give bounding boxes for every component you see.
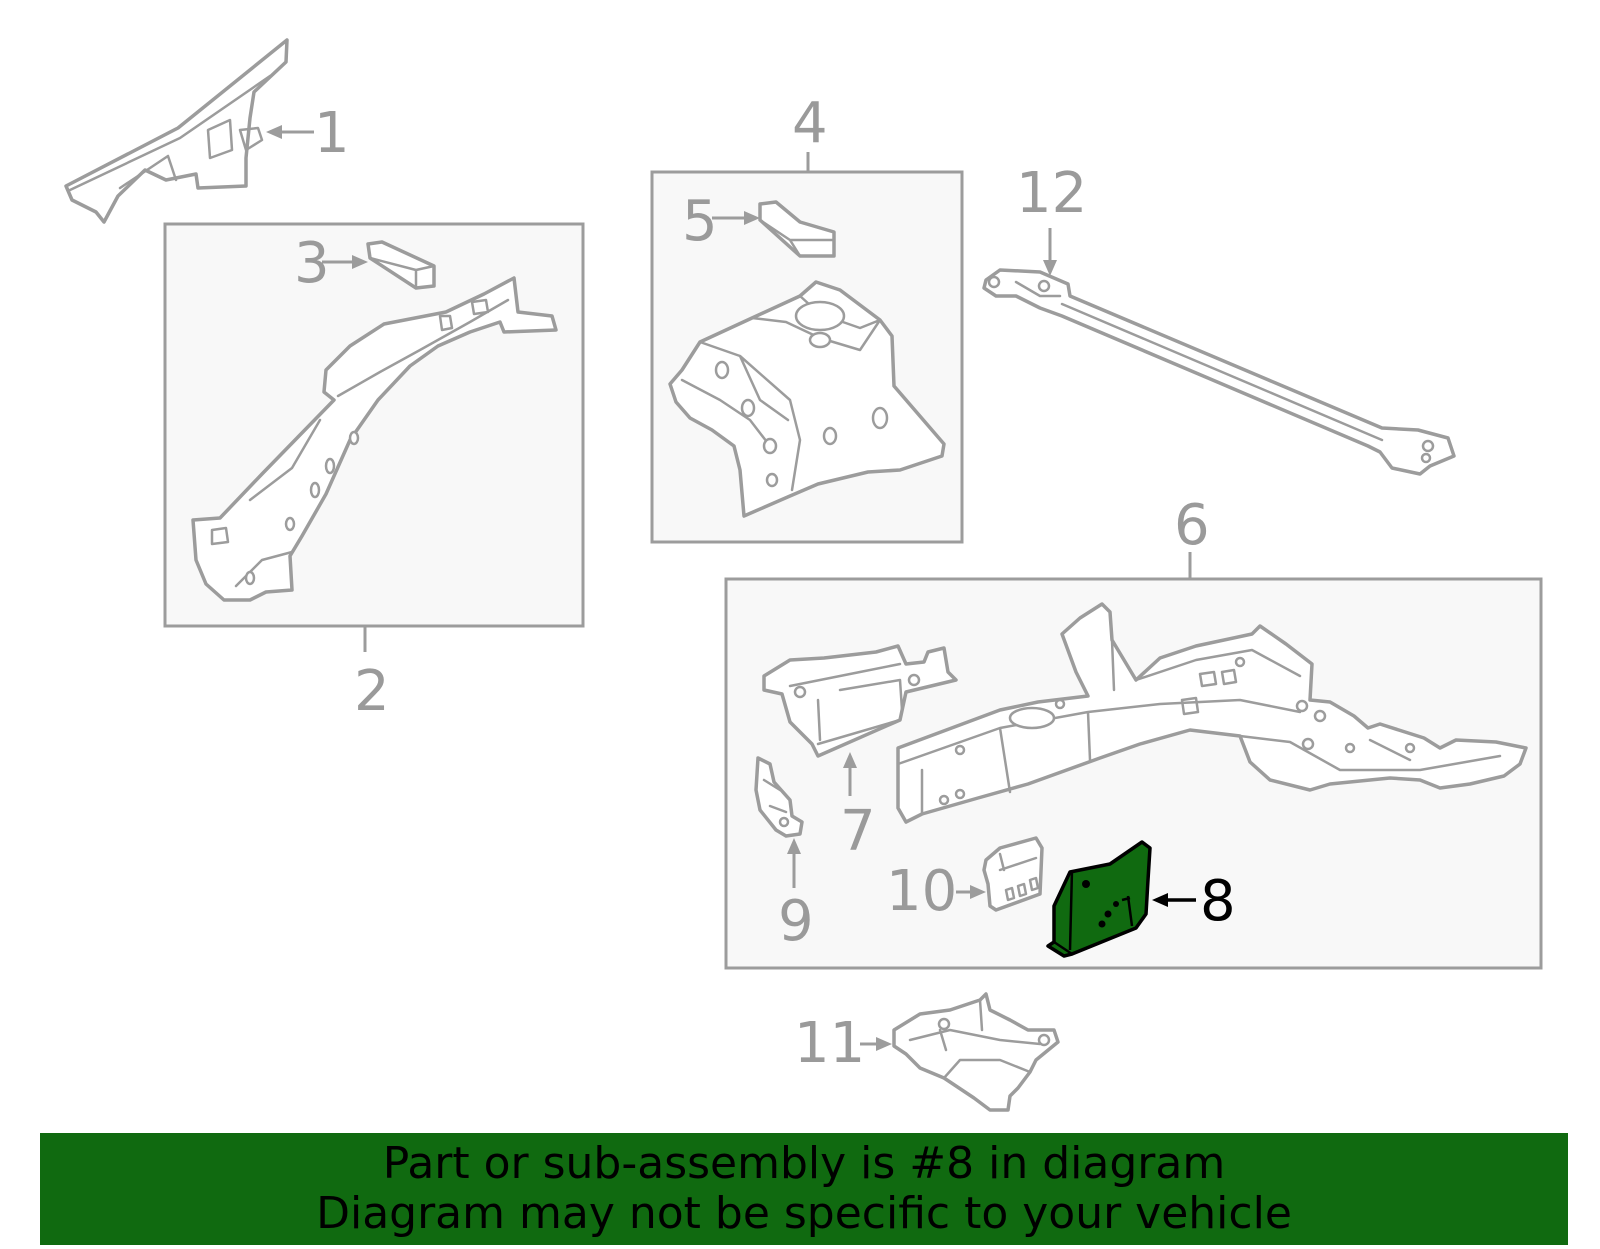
leader-9 [787, 838, 801, 888]
leader-1 [266, 125, 314, 139]
part-12-shape[interactable] [982, 268, 1456, 476]
part-6-shape[interactable] [896, 602, 1528, 824]
label-part-2[interactable]: 2 [354, 659, 390, 724]
label-part-3[interactable]: 3 [294, 231, 330, 296]
label-part-9[interactable]: 9 [778, 889, 814, 954]
part-11-shape[interactable] [892, 992, 1060, 1112]
label-part-11[interactable]: 11 [794, 1011, 865, 1076]
leader-3 [322, 255, 368, 269]
leader-11 [860, 1037, 892, 1051]
label-part-8[interactable]: 8 [1200, 869, 1236, 934]
leader-12 [1043, 228, 1057, 276]
part-1-shape[interactable] [64, 38, 289, 224]
part-9-shape[interactable] [754, 756, 804, 838]
notice-banner: Part or sub-assembly is #8 in diagram Di… [40, 1133, 1568, 1245]
part-4-shape[interactable] [668, 280, 946, 518]
part-7-shape[interactable] [762, 644, 958, 758]
notice-line-disclaimer: Diagram may not be specific to your vehi… [316, 1188, 1292, 1239]
label-part-10[interactable]: 10 [886, 859, 957, 924]
label-part-7[interactable]: 7 [840, 799, 876, 864]
leader-10 [956, 885, 986, 899]
label-part-12[interactable]: 12 [1016, 161, 1087, 226]
label-part-5[interactable]: 5 [682, 189, 718, 254]
label-part-6[interactable]: 6 [1174, 493, 1210, 558]
label-part-1[interactable]: 1 [314, 101, 350, 166]
label-part-4[interactable]: 4 [792, 91, 828, 156]
leader-5 [712, 211, 760, 225]
part-8-highlighted-shape[interactable] [1046, 840, 1152, 958]
part-3-shape[interactable] [366, 240, 436, 290]
leader-8 [1152, 893, 1196, 907]
part-10-shape[interactable] [982, 836, 1044, 912]
leader-7 [843, 752, 857, 796]
part-2-shape[interactable] [191, 276, 558, 602]
notice-line-part-number: Part or sub-assembly is #8 in diagram [382, 1138, 1226, 1189]
part-5-shape[interactable] [758, 200, 836, 258]
